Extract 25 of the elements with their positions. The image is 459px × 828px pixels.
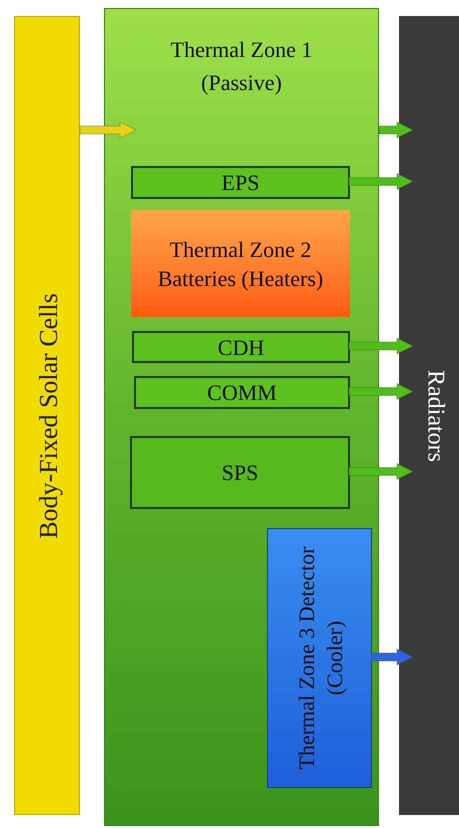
subsystem-box: [130, 436, 350, 509]
node-label: Thermal Zone 3 Detector (Cooler): [292, 546, 348, 772]
arrow: [80, 121, 138, 139]
node-label: COMM: [207, 379, 277, 407]
subsystem-box: [132, 331, 350, 363]
node-label: SPS: [222, 459, 258, 487]
node-label: Thermal Zone 2 Batteries (Heaters): [156, 236, 324, 292]
solar-cells-bar: [14, 16, 80, 815]
thermal-zone-box: [131, 210, 350, 317]
arrow: [348, 382, 414, 400]
radiators-bar: [399, 16, 459, 815]
node-label: CDH: [218, 334, 264, 362]
arrow: [348, 337, 414, 355]
node-label: Radiators: [421, 368, 449, 464]
thermal-zone-box: [267, 528, 372, 788]
node-label: EPS: [222, 169, 260, 197]
subsystem-box: [134, 376, 350, 409]
node-label: Thermal Zone 1 (Passive): [170, 36, 314, 97]
arrow: [348, 462, 414, 480]
arrow: [348, 172, 414, 190]
subsystem-box: [131, 166, 350, 199]
arrow: [370, 648, 414, 666]
node-label: Body-Fixed Solar Cells: [32, 292, 64, 540]
thermal-zone-panel: [104, 8, 379, 826]
arrow: [378, 121, 414, 139]
